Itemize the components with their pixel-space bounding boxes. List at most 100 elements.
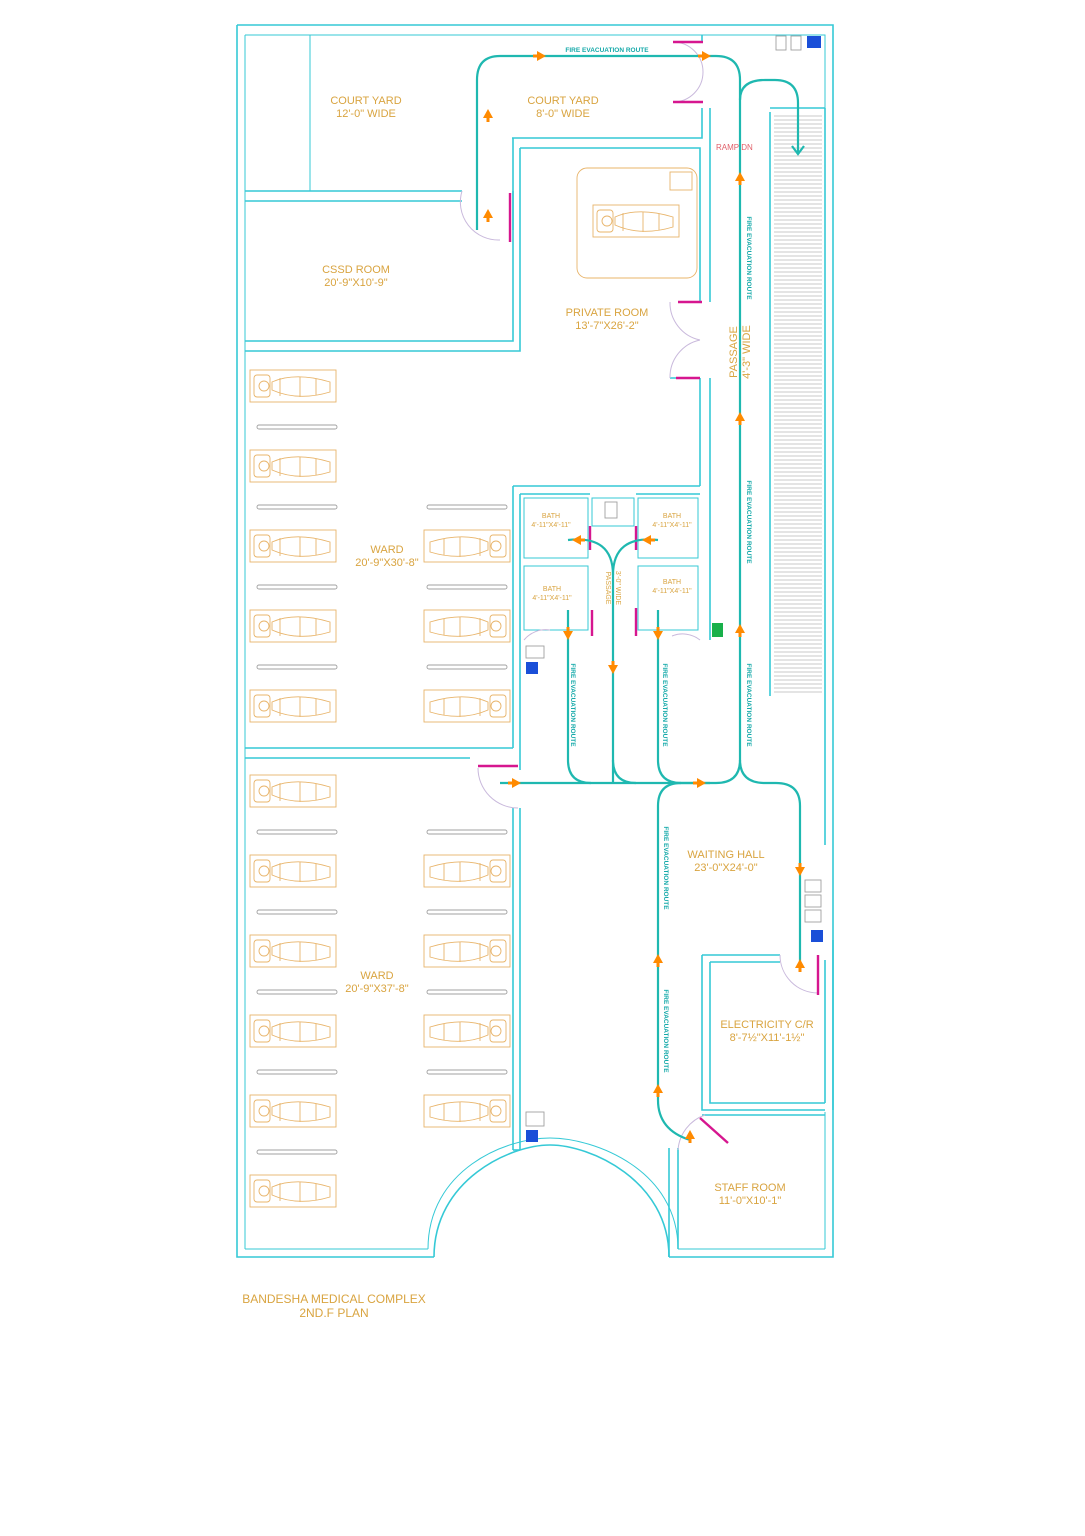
room-labels: COURT YARD 12'-0" WIDE COURT YARD 8'-0" … — [322, 95, 814, 1207]
route-labels: FIRE EVACUATION ROUTE FIRE EVACUATION RO… — [565, 47, 752, 1073]
route-arrow-icon — [693, 778, 706, 788]
route-arrow-icon — [533, 51, 546, 61]
bed — [423, 689, 511, 723]
private-room-rug — [576, 167, 698, 279]
route-arrow-icon — [735, 624, 745, 637]
fire-route-label: FIRE EVACUATION ROUTE — [569, 663, 576, 747]
bath-1-label: BATH — [542, 513, 560, 520]
fire-route-label: FIRE EVACUATION ROUTE — [662, 826, 669, 910]
utility-icon — [807, 36, 821, 48]
curtain-rail — [256, 584, 338, 590]
curtain-rail — [256, 504, 338, 510]
curtain-rail — [426, 829, 508, 835]
route-arrow-icon — [653, 954, 663, 967]
bed — [423, 1014, 511, 1048]
route-arrow-icon — [795, 959, 805, 972]
bath-1-dim: 4'-11"X4'-11" — [531, 522, 571, 529]
curtain-rail — [426, 664, 508, 670]
route-arrow-icon — [572, 535, 585, 545]
route-arrow-icon — [642, 535, 655, 545]
staff-room-dim: 11'-0"X10'-1" — [719, 1195, 782, 1207]
curtain-rail — [256, 909, 338, 915]
bed — [249, 934, 337, 968]
route-arrow-icon — [685, 1130, 695, 1143]
bath-3-label: BATH — [543, 586, 561, 593]
furniture — [249, 167, 698, 1208]
fire-route-label: FIRE EVACUATION ROUTE — [745, 663, 752, 747]
passage-main-label: PASSAGE — [728, 326, 740, 378]
side-table — [669, 171, 693, 191]
curtain-rail — [256, 829, 338, 835]
curtain-rail — [426, 1069, 508, 1075]
cssd-room-dim: 20'-9"X10'-9" — [324, 277, 387, 289]
route-arrow-icon — [483, 209, 493, 222]
electricity-room-label: ELECTRICITY C/R — [720, 1019, 813, 1031]
bed — [249, 449, 337, 483]
bath-3-dim: 4'-11"X4'-11" — [532, 595, 572, 602]
bath-2-label: BATH — [663, 513, 681, 520]
bath-4-label: BATH — [663, 579, 681, 586]
bed — [249, 1094, 337, 1128]
court-yard-1-label: COURT YARD — [330, 95, 401, 107]
court-yard-2-dim: 8'-0" WIDE — [536, 108, 590, 120]
route-arrow-icon — [483, 109, 493, 122]
route-arrow-icon — [653, 627, 663, 640]
private-room-dim: 13'-7"X26'-2" — [575, 320, 638, 332]
curtain-rail — [256, 424, 338, 430]
bed — [249, 609, 337, 643]
waiting-hall-dim: 23'-0"X24'-0" — [694, 862, 757, 874]
drawing-title: BANDESHA MEDICAL COMPLEX 2ND.F PLAN — [242, 1292, 426, 1320]
bed — [249, 689, 337, 723]
bed — [423, 529, 511, 563]
exit-sign-icon — [712, 623, 723, 637]
outer-boundary — [236, 24, 834, 1258]
bed — [249, 774, 337, 808]
fire-route-label: FIRE EVACUATION ROUTE — [661, 663, 668, 747]
route-arrow-icon — [508, 778, 521, 788]
court-yard-1-dim: 12'-0" WIDE — [336, 108, 396, 120]
ward-1-label: WARD — [370, 544, 403, 556]
fire-route-label: FIRE EVACUATION ROUTE — [745, 480, 752, 564]
bath-4-dim: 4'-11"X4'-11" — [652, 588, 692, 595]
route-arrow-icon — [735, 172, 745, 185]
passage-small-label: PASSAGE — [604, 572, 611, 605]
route-arrow-icon — [563, 627, 573, 640]
doors — [459, 40, 820, 1151]
utility-icon — [526, 662, 538, 674]
fire-route-label: FIRE EVACUATION ROUTE — [662, 989, 669, 1073]
curtain-rail — [256, 1069, 338, 1075]
staircase — [774, 115, 822, 693]
bed — [249, 1014, 337, 1048]
route-arrow-icon — [795, 863, 805, 876]
fire-route-label: FIRE EVACUATION ROUTE — [565, 47, 649, 54]
bed — [249, 1174, 337, 1208]
private-room-label: PRIVATE ROOM — [566, 307, 649, 319]
bed — [592, 204, 680, 238]
bed — [423, 609, 511, 643]
bed — [249, 369, 337, 403]
fire-route-label: FIRE EVACUATION ROUTE — [745, 216, 752, 300]
route-arrow-icon — [698, 51, 711, 61]
bed — [249, 529, 337, 563]
route-arrow-icon — [735, 412, 745, 425]
staff-room-label: STAFF ROOM — [714, 1182, 785, 1194]
fixtures — [525, 35, 823, 1142]
cssd-room-label: CSSD ROOM — [322, 264, 390, 276]
bed — [423, 1094, 511, 1128]
route-arrow-icon — [608, 661, 618, 674]
passage-main-dim: 4'-3" WIDE — [741, 325, 753, 379]
electricity-room-dim: 8'-7½"X11'-1½" — [730, 1032, 805, 1044]
passage-small-dim: 3'-0" WIDE — [614, 571, 621, 605]
bath-2-dim: 4'-11"X4'-11" — [652, 522, 692, 529]
bed — [423, 854, 511, 888]
bed — [423, 934, 511, 968]
waiting-hall-label: WAITING HALL — [687, 849, 764, 861]
curtain-rail — [426, 584, 508, 590]
fire-evacuation-route — [475, 54, 802, 1142]
bed — [249, 854, 337, 888]
curtain-rail — [256, 989, 338, 995]
curtain-rail — [256, 1149, 338, 1155]
route-arrows — [483, 51, 805, 1143]
curtain-rail — [426, 909, 508, 915]
